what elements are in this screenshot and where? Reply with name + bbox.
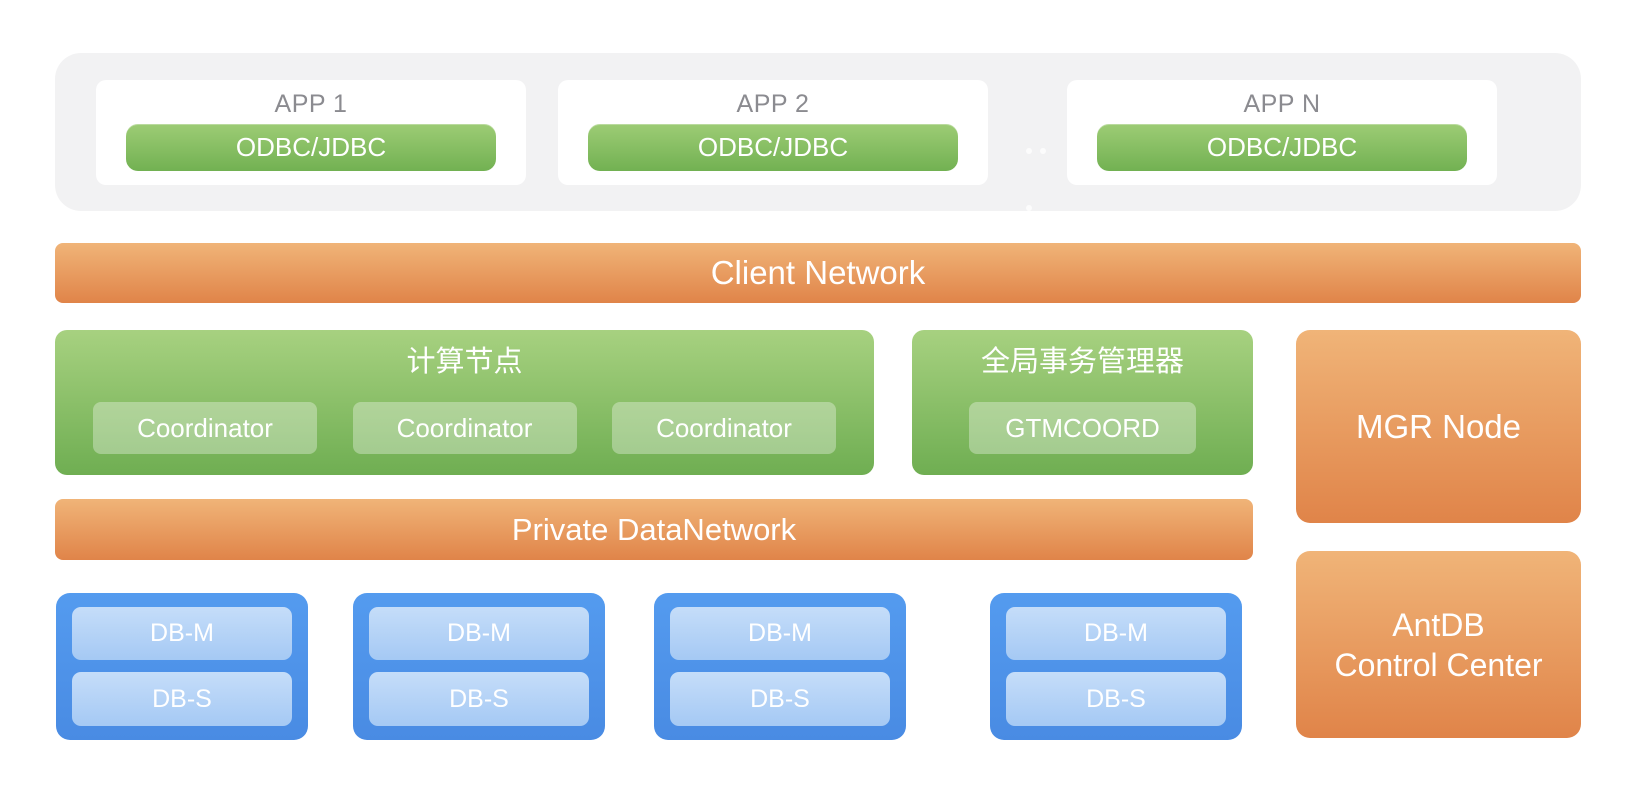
mgr-node-label: MGR Node bbox=[1355, 407, 1522, 445]
odbc-jdbc-pill-2: ODBC/JDBC bbox=[588, 124, 958, 171]
ellipsis-dot bbox=[1026, 205, 1032, 211]
db-group-1: DB-M DB-S bbox=[56, 593, 308, 740]
client-network-banner: Client Network bbox=[55, 243, 1581, 303]
ellipsis-dot bbox=[1040, 148, 1046, 154]
odbc-jdbc-pill-1: ODBC/JDBC bbox=[126, 124, 496, 171]
db-slave-pill: DB-S bbox=[670, 672, 890, 726]
db-slave-pill: DB-S bbox=[1006, 672, 1226, 726]
gtm-title: 全局事务管理器 bbox=[980, 346, 1184, 378]
coordinator-row: Coordinator Coordinator Coordinator bbox=[55, 402, 874, 454]
app-card-1: APP 1 ODBC/JDBC bbox=[96, 80, 526, 185]
gtm-box: 全局事务管理器 GTMCOORD bbox=[912, 330, 1253, 475]
app-card-2: APP 2 ODBC/JDBC bbox=[558, 80, 988, 185]
app-card-n: APP N ODBC/JDBC bbox=[1067, 80, 1497, 185]
control-center-label-line2: Control Center bbox=[1334, 646, 1543, 683]
app-1-title: APP 1 bbox=[274, 90, 348, 118]
odbc-jdbc-pill-n: ODBC/JDBC bbox=[1097, 124, 1467, 171]
app-n-title: APP N bbox=[1243, 90, 1321, 118]
gtmcoord-pill: GTMCOORD bbox=[969, 402, 1196, 454]
compute-node-title: 计算节点 bbox=[406, 346, 523, 378]
db-group-4: DB-M DB-S bbox=[990, 593, 1242, 740]
db-master-pill: DB-M bbox=[670, 607, 890, 660]
app-2-title: APP 2 bbox=[736, 90, 810, 118]
coordinator-pill-2: Coordinator bbox=[352, 402, 577, 454]
coordinator-pill-3: Coordinator bbox=[612, 402, 836, 454]
control-center-label-line1: AntDB bbox=[1392, 606, 1485, 643]
db-master-pill: DB-M bbox=[1006, 607, 1226, 660]
db-slave-pill: DB-S bbox=[72, 672, 292, 726]
private-datanetwork-label: Private DataNetwork bbox=[511, 512, 797, 547]
db-group-2: DB-M DB-S bbox=[353, 593, 605, 740]
client-network-label: Client Network bbox=[710, 254, 926, 291]
compute-node-box: 计算节点 Coordinator Coordinator Coordinator bbox=[55, 330, 874, 475]
gtm-pill-row: GTMCOORD bbox=[912, 402, 1253, 454]
db-master-pill: DB-M bbox=[72, 607, 292, 660]
db-group-3: DB-M DB-S bbox=[654, 593, 906, 740]
db-master-pill: DB-M bbox=[369, 607, 589, 660]
private-datanetwork-banner: Private DataNetwork bbox=[55, 499, 1253, 560]
antdb-control-center-box: AntDB Control Center bbox=[1296, 551, 1581, 738]
db-slave-pill: DB-S bbox=[369, 672, 589, 726]
app-layer-panel: APP 1 ODBC/JDBC APP 2 ODBC/JDBC APP N OD… bbox=[55, 53, 1581, 211]
mgr-node-box: MGR Node bbox=[1296, 330, 1581, 523]
coordinator-pill-1: Coordinator bbox=[93, 402, 317, 454]
ellipsis-dot bbox=[1026, 148, 1032, 154]
